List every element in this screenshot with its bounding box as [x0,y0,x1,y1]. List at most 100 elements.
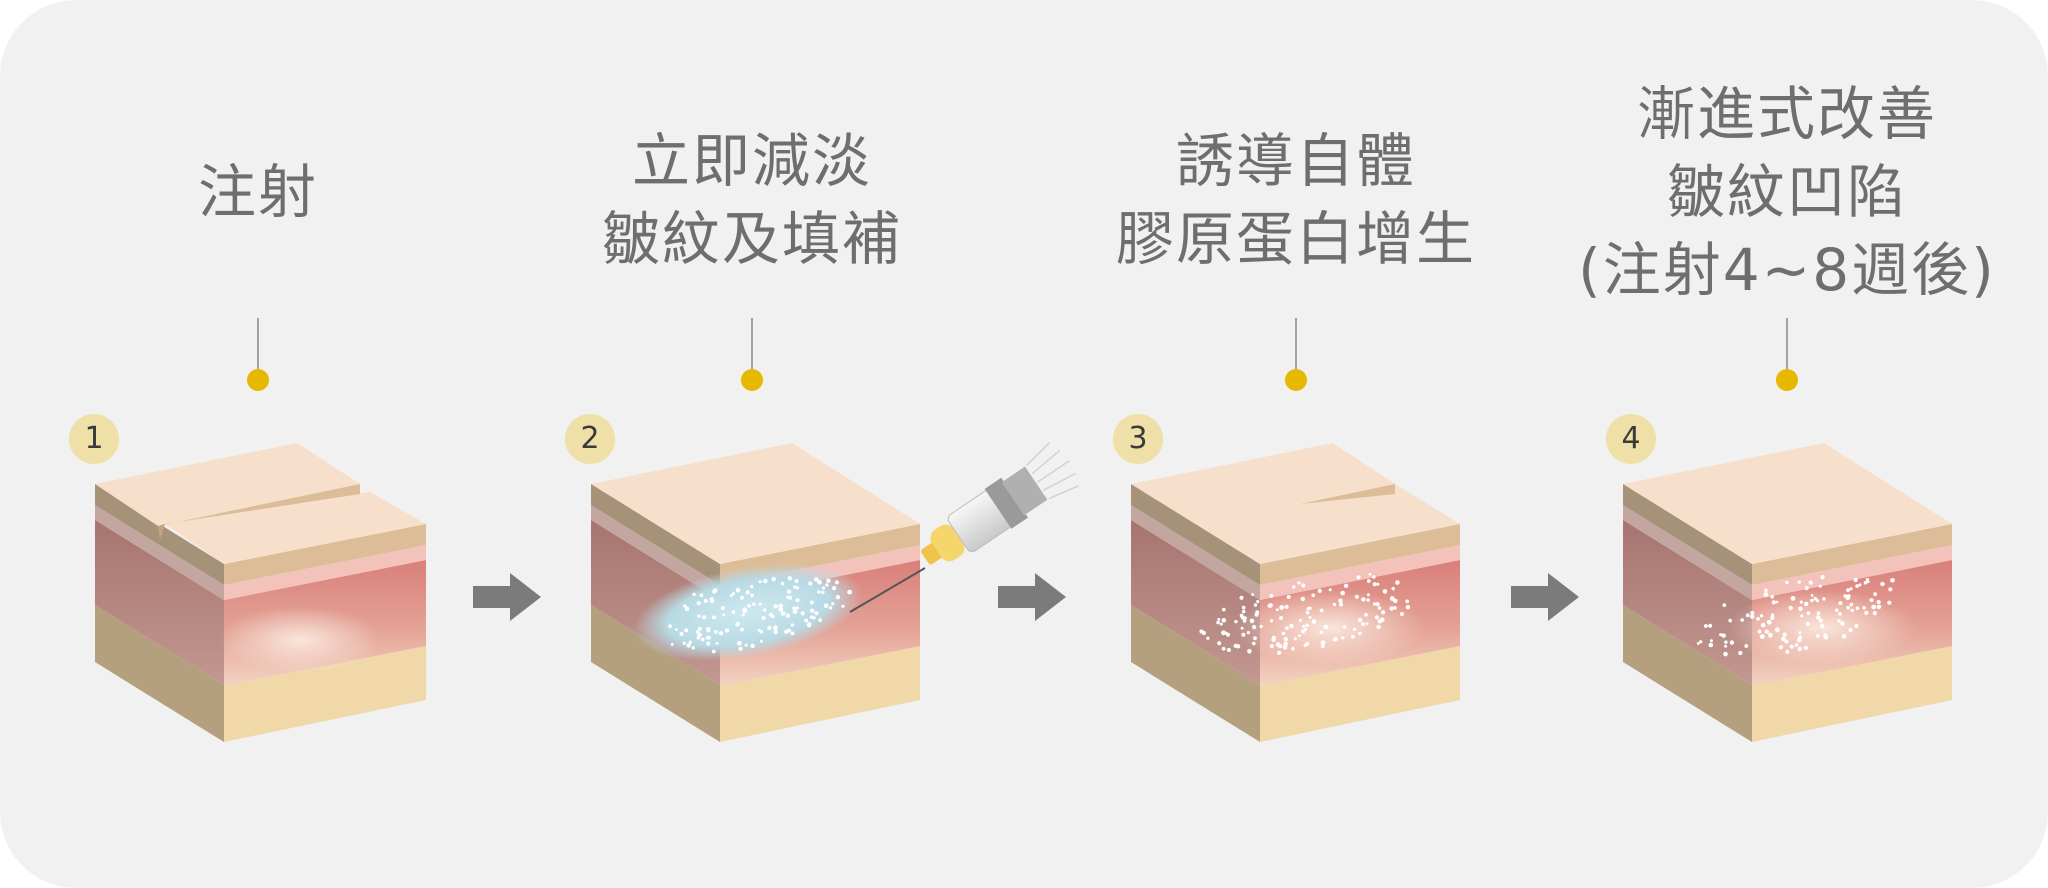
particle-dot [1846,605,1851,610]
particle-dot [1724,640,1728,644]
particle-dot [763,578,768,584]
particle-dot [1311,593,1315,598]
step-title-line: 注射 [197,158,318,226]
particle-dot [1297,581,1301,585]
particle-dot [1797,646,1803,652]
particle-dot [1376,624,1381,630]
particle-dot [711,649,716,654]
particle-dot [1300,596,1306,602]
particle-dot [1869,598,1874,603]
particle-dot [709,598,715,604]
particle-dot [1759,634,1765,639]
collagen-particles-4 [1696,575,1895,657]
particle-dot [1340,590,1345,596]
particle-dot [817,590,821,594]
step-number-badge-2: 2 [565,414,615,464]
particle-dot [1282,644,1288,650]
particle-dot [1283,641,1288,647]
particle-dot [1721,633,1726,638]
particle-dot [1871,604,1877,610]
particle-dot [702,615,707,620]
particle-dot [1854,623,1859,629]
particle-dot [1838,601,1843,606]
particle-dot [1286,595,1291,599]
particle-dot [1788,605,1793,611]
particle-dot [1281,631,1286,636]
particle-dot [1221,630,1226,636]
particle-dot [773,625,778,630]
particle-dot [1301,629,1306,634]
particle-dot [1770,615,1775,620]
particle-dot [804,618,809,623]
particle-dot [1302,624,1305,628]
particle-dot [1853,577,1858,583]
particle-dot [1373,602,1377,606]
particle-dot [821,590,825,595]
particle-dot [758,602,762,606]
particle-dot [738,646,743,651]
particle-dot [1247,649,1252,654]
particle-dot [1848,627,1853,633]
particle-dot [1708,623,1713,628]
particle-dot [1820,575,1825,580]
particle-dot [1275,642,1281,647]
particle-dot [778,607,784,612]
particle-dot [1341,636,1345,640]
particle-dot [1279,616,1284,620]
particle-dot [1216,620,1220,625]
particle-dot [835,595,841,600]
particle-dot [1778,645,1783,650]
particle-dot [1704,624,1708,628]
particle-dot [825,583,829,587]
particle-dot [724,628,730,633]
particle-dot [790,631,795,636]
particle-dot [1873,592,1877,597]
particle-dot [1366,598,1370,602]
particle-dot [683,604,687,608]
particle-dot [1808,580,1813,585]
particle-dot [1308,615,1312,619]
particle-dot [750,584,754,589]
particle-dot [1298,634,1301,638]
particle-dot [1393,606,1397,610]
particle-dot [718,631,724,636]
particle-dot [1343,625,1347,629]
particle-dot [1354,594,1359,599]
particle-dot [747,604,751,608]
particle-dot [1744,644,1749,648]
particle-dot [1241,605,1246,610]
particle-dot [1840,621,1845,626]
particle-dot [699,593,704,598]
particle-dot [1781,636,1786,642]
particle-dot [1750,614,1755,619]
particle-dot [831,602,835,606]
particle-dot [1849,587,1853,591]
particle-dot [741,613,745,617]
particle-dot [1328,588,1332,592]
particle-dot [1352,627,1357,632]
particle-dot [682,641,686,645]
particle-dot [1745,613,1750,618]
particle-dot [737,641,742,646]
particle-dot [757,628,761,632]
particle-dot [794,579,799,583]
particle-dot [1217,617,1221,621]
particle-dot [771,614,775,619]
particle-dot [767,625,772,631]
particle-dot [1784,639,1789,644]
particle-dot [705,635,710,640]
particle-dot [786,589,792,594]
particle-dot [796,606,799,610]
particle-dot [720,606,725,610]
particle-dot [1820,624,1825,629]
particle-dot [668,624,672,628]
particle-dot [1343,583,1349,588]
skin-block-3 [1131,443,1460,742]
particle-dot [1269,594,1274,598]
particle-dot [1242,619,1247,623]
particle-dot [712,589,716,594]
particle-dot [1719,633,1723,637]
particle-dot [1224,631,1228,635]
particle-dot [1311,619,1317,624]
particle-dot [763,608,767,612]
